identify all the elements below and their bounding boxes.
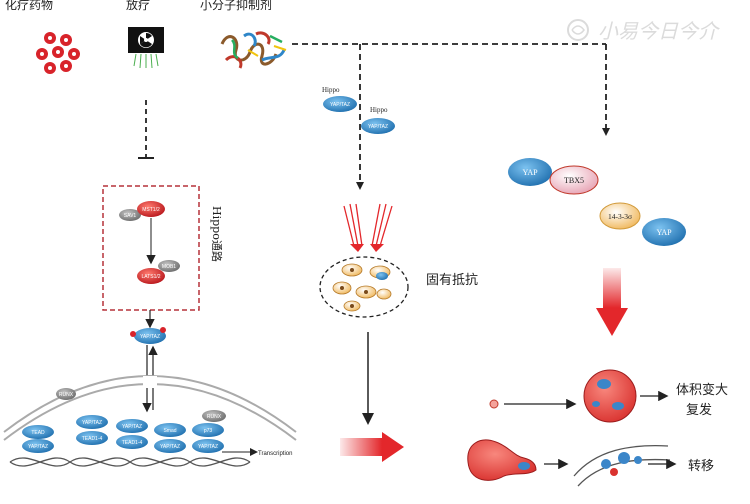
large-tumor: [583, 369, 637, 423]
node-sav1-label: SAV1: [124, 213, 137, 219]
tbx5-node-label: TBX5: [564, 176, 584, 185]
nucleus-node-yap-label: YAP/TAZ: [28, 444, 48, 450]
nucleus-node-yap-label: YAP/TAZ: [122, 424, 142, 430]
nucleus-node-tead: [116, 435, 148, 449]
hippo-pathway-label: Hippo通路: [210, 206, 223, 262]
node-mob1-label: MOB1: [162, 264, 176, 270]
protein-1433-node-label: 14-3-3σ: [608, 212, 632, 221]
nucleus-node-tead: [22, 425, 54, 439]
label-intrinsic-resistance: 固有抵抗: [426, 273, 478, 288]
nucleus-node-yap: [154, 439, 186, 453]
label-chemo-drugs: 化疗药物: [5, 0, 53, 12]
node-yap-taz-cytoplasm: [134, 328, 166, 344]
chemo-drug-icon: [36, 32, 80, 74]
protein-1433-node: [599, 202, 641, 230]
nucleus-node-runx-label: RUNX: [207, 414, 222, 420]
stress-arrowhead-right: [370, 244, 384, 252]
tumor-cells: [332, 263, 392, 312]
node-lats-label: LATS1/2: [141, 274, 160, 280]
arrowhead-to-resistance: [356, 182, 364, 190]
nucleus-node-yap: [116, 419, 148, 433]
nucleus-node-yap-label: YAP/TAZ: [198, 444, 218, 450]
right-yap-node-2: [642, 218, 686, 246]
stress-arrows: [343, 203, 393, 247]
nucleus-node-smad: [154, 423, 186, 437]
label-radiotherapy: 放疗: [126, 0, 150, 12]
right-yap-node-1-label: YAP: [522, 168, 538, 177]
arrowhead-to-yap: [602, 128, 610, 136]
node-mob1: [158, 260, 180, 272]
protein-structure-icon: [220, 31, 287, 69]
inhibitor-dashed-connector: [292, 43, 607, 182]
right-yap-node-1: [508, 158, 552, 186]
nucleus-node-tead: [76, 431, 108, 445]
nucleus-node-p73: [192, 423, 224, 437]
nucleus-node-runx: [202, 410, 226, 422]
nucleus-complexes: RUNX YAP/TAZ TEAD1-4 YAP/TAZ TEAD1-4 TEA…: [22, 388, 226, 453]
invading-tumor: [467, 439, 537, 481]
dna-helix: [9, 457, 251, 467]
label-recurrence: 复发: [686, 402, 712, 418]
tbx5-node: [549, 165, 599, 195]
nucleus-node-smad-label: Smad: [163, 428, 176, 434]
nucleus-node-yap-label: YAP/TAZ: [160, 444, 180, 450]
transcription-label: Transcription: [258, 451, 292, 457]
blood-vessel: [573, 445, 671, 487]
middle-yap-taz-node-1: [323, 96, 357, 112]
middle-yap-taz-node-2-label: YAP/TAZ: [368, 124, 388, 130]
label-volume-increase: 体积变大: [676, 382, 728, 398]
phospho-dot: [130, 331, 136, 337]
nucleus-node-p73-label: p73: [204, 428, 213, 434]
node-mst: [137, 201, 165, 217]
hippo-label-1: Hippo: [322, 86, 340, 94]
downregulation-arrow: [596, 268, 628, 336]
node-lats: [137, 268, 165, 284]
small-tumor: [489, 399, 499, 409]
hippo-label-2: Hippo: [370, 106, 388, 114]
nucleus-node-yap: [192, 439, 224, 453]
node-mst-label: MST1/2: [142, 207, 160, 213]
nucleus-node-runx-label: RUNX: [59, 392, 74, 398]
progression-arrow: [340, 432, 404, 462]
nucleus-node-runx: [56, 388, 76, 400]
hippo-pathway-box: [102, 185, 200, 311]
nucleus-node-yap: [22, 439, 54, 453]
nucleus-node-tead-label: TEAD: [31, 430, 45, 436]
watermark-logo: 小易今日今介: [567, 19, 720, 43]
radiation-icon: [128, 27, 164, 69]
node-sav1: [119, 209, 141, 221]
right-yap-node-2-label: YAP: [656, 228, 672, 237]
nuclear-pore: [143, 376, 157, 388]
nucleus-node-yap-label: YAP/TAZ: [82, 420, 102, 426]
watermark-text: 小易今日今介: [598, 19, 720, 43]
label-small-molecule-inhibitor: 小分子抑制剂: [200, 0, 272, 12]
resistant-cell-cluster: [319, 256, 409, 318]
phospho-dot: [160, 327, 166, 333]
nucleus-node-tead-label: TEAD1-4: [122, 440, 143, 446]
stress-arrowhead-left: [350, 244, 364, 252]
label-metastasis: 转移: [688, 459, 714, 474]
node-yap-taz-cytoplasm-label: YAP/TAZ: [140, 334, 160, 340]
nucleus-node-yap: [76, 415, 108, 429]
middle-yap-taz-node-2: [361, 118, 395, 134]
middle-yap-taz-node-1-label: YAP/TAZ: [330, 102, 350, 108]
nucleus-node-tead-label: TEAD1-4: [82, 436, 103, 442]
